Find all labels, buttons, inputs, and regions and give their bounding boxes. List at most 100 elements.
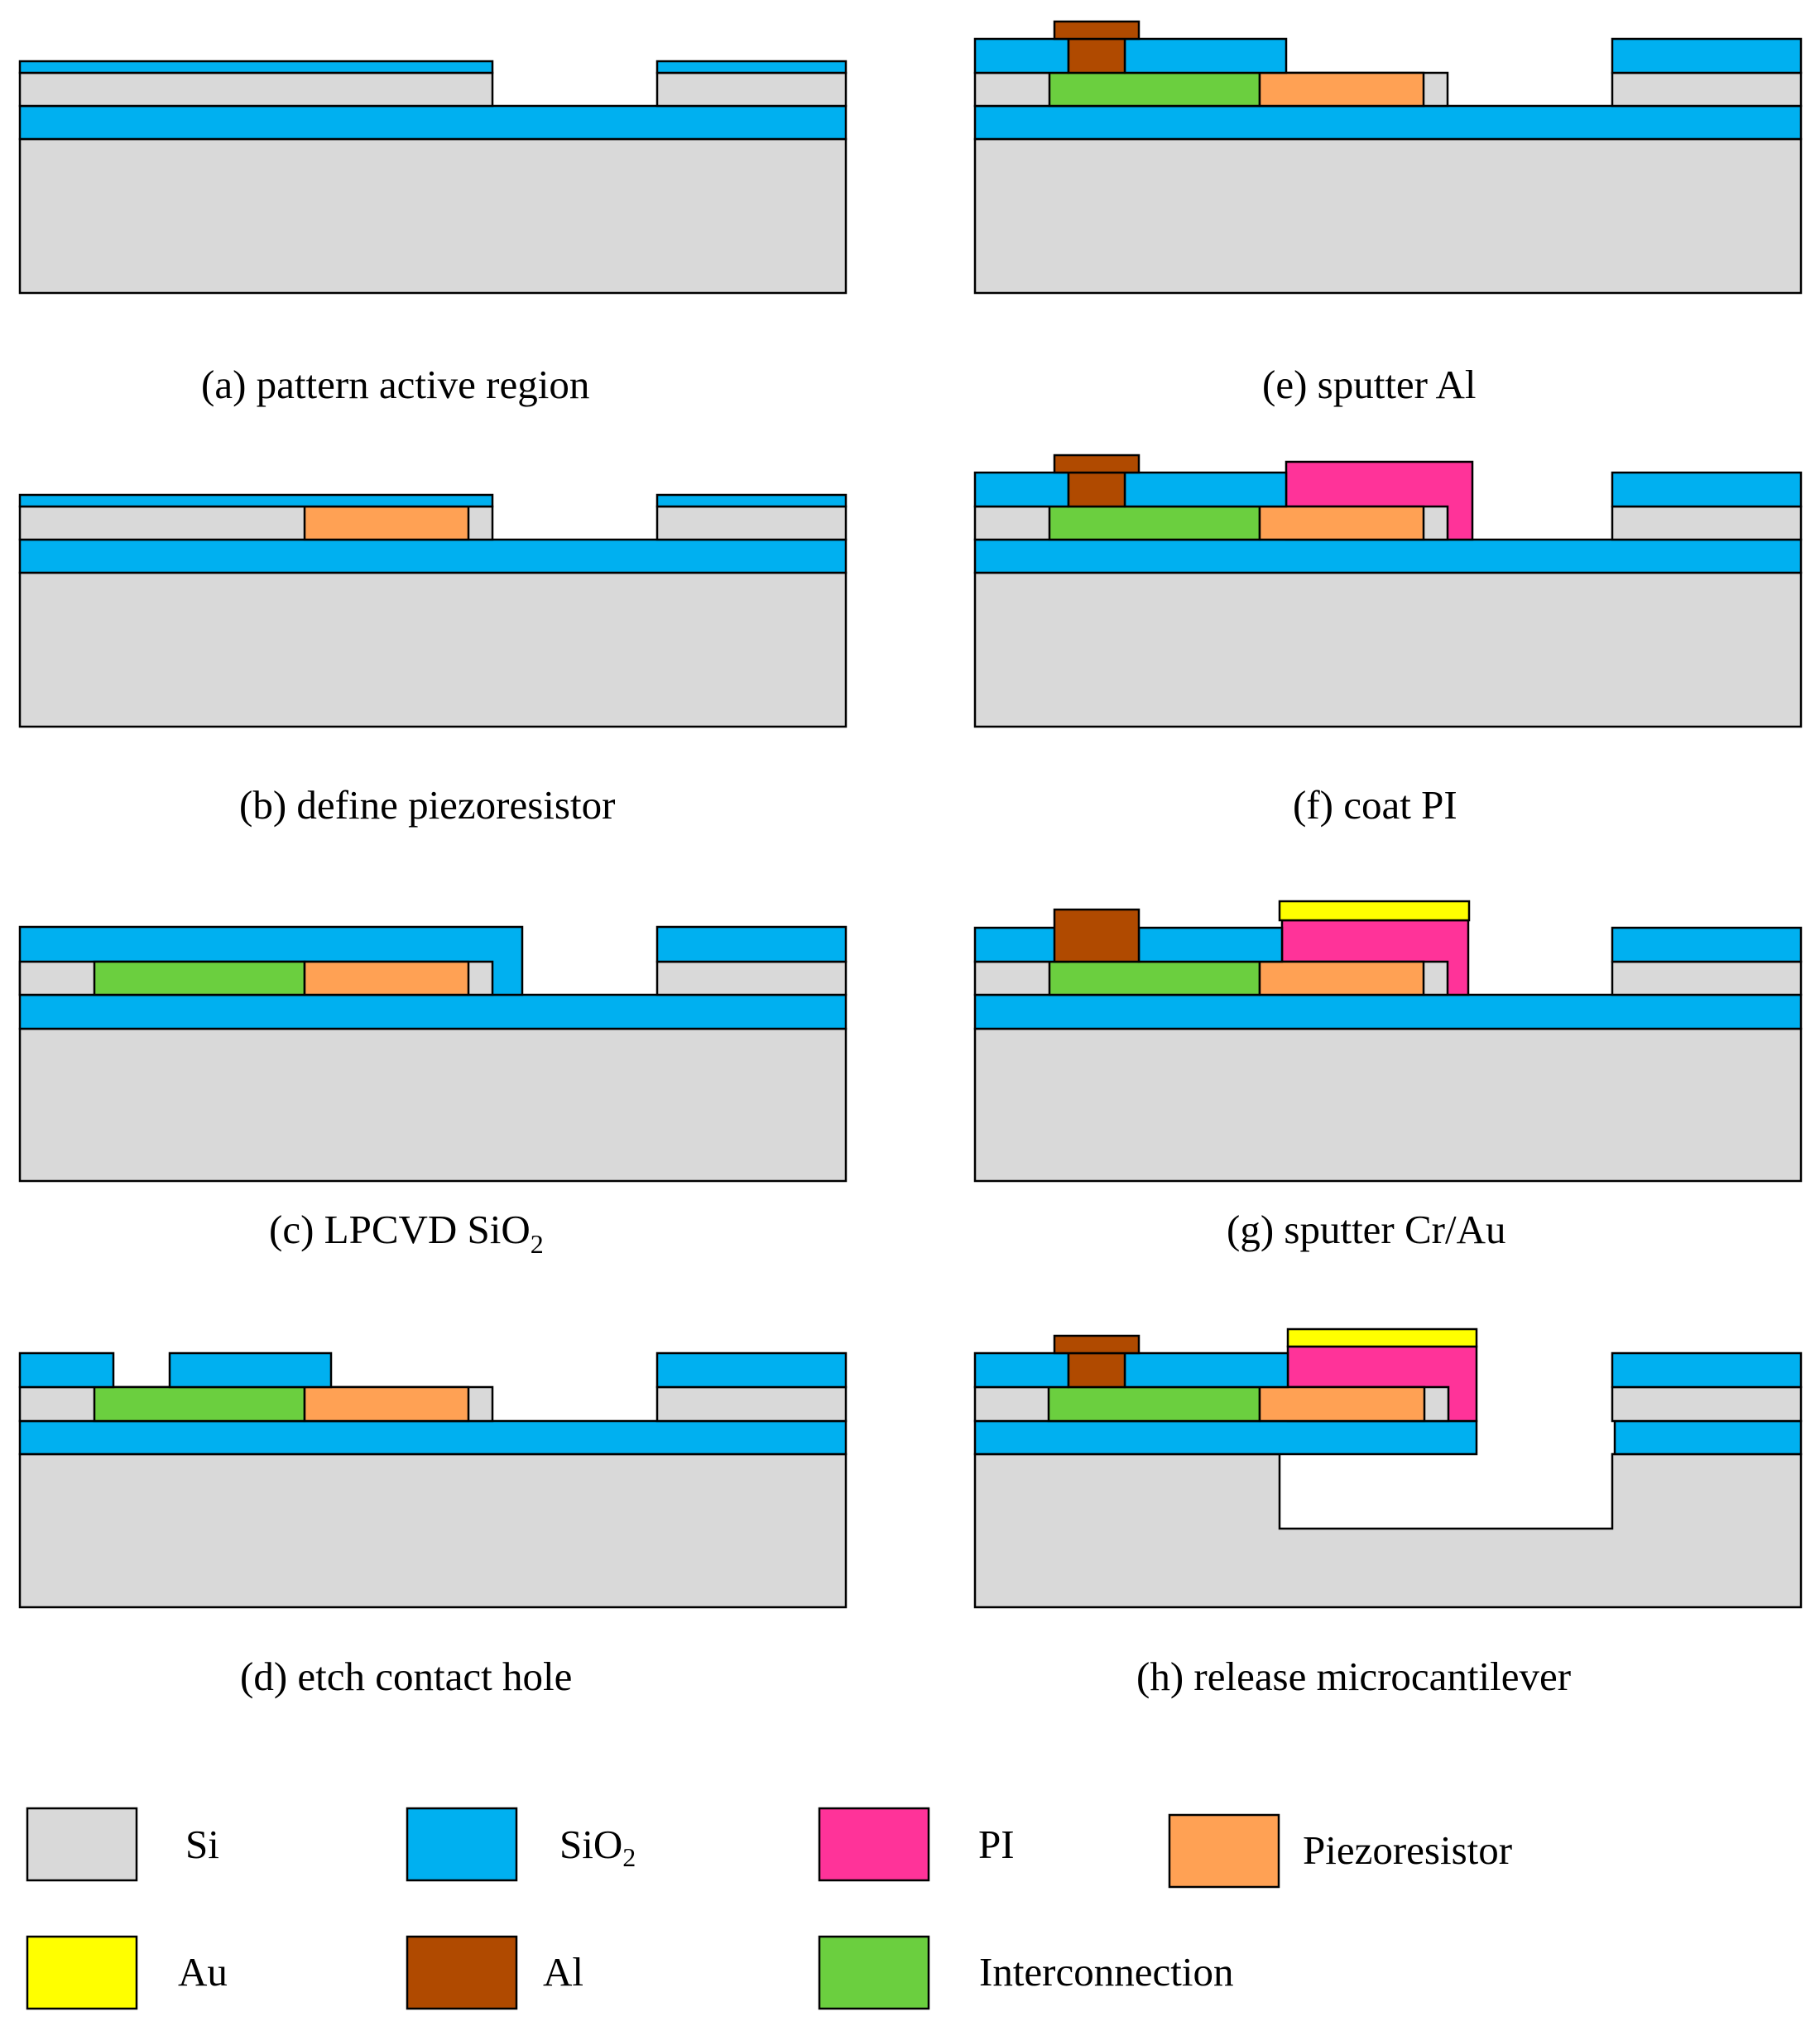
panel-a-cross-section — [18, 60, 848, 295]
legend-label-si: Si — [185, 1822, 219, 1867]
buried-oxide — [18, 104, 848, 141]
panel-g-cross-section — [973, 900, 1803, 1183]
legend-item-pi: PI — [818, 1807, 1015, 1882]
legend-label-sio2-subscript: 2 — [622, 1842, 636, 1872]
panel-e-cross-section — [973, 20, 1803, 295]
substrate-si — [18, 571, 848, 728]
top-oxide-right — [655, 1351, 848, 1389]
buried-oxide — [18, 993, 848, 1030]
legend-item-piezoresistor: Piezoresistor — [1168, 1813, 1512, 1889]
al-contact — [1067, 471, 1126, 508]
oxide-right-of-contact — [168, 1351, 333, 1389]
interconnection — [1047, 1385, 1261, 1423]
substrate-si — [973, 1027, 1803, 1183]
legend-label-piezoresistor: Piezoresistor — [1303, 1827, 1512, 1873]
top-oxide-right — [655, 60, 848, 74]
device-si-left — [18, 71, 494, 108]
legend-swatch-au — [26, 1935, 138, 2010]
device-si-right — [1611, 1385, 1803, 1423]
top-oxide-left — [18, 60, 494, 74]
au-layer — [1286, 1327, 1478, 1348]
legend-label-al: Al — [543, 1949, 583, 1995]
legend-item-al: Al — [406, 1935, 583, 2010]
panel-h-cross-section — [973, 1327, 1803, 1609]
oxide-left-of-contact — [973, 926, 1070, 963]
piezoresistor — [303, 505, 470, 541]
caption-c-subscript: 2 — [531, 1229, 544, 1259]
au-layer — [1278, 900, 1471, 922]
oxide-left-of-contact — [973, 1351, 1070, 1389]
caption-b: (b) define piezoresistor — [239, 782, 615, 828]
legend-label-pi: PI — [978, 1822, 1015, 1867]
buried-oxide-right — [1613, 1419, 1803, 1456]
caption-f: (f) coat PI — [1293, 782, 1457, 828]
legend-item-interconnection: Interconnection — [818, 1935, 1233, 2010]
device-si-right — [1611, 71, 1803, 108]
caption-a: (a) pattern active region — [201, 362, 589, 407]
device-si-right — [655, 71, 848, 108]
panel-d-cross-section — [18, 1351, 848, 1609]
al-cap — [1053, 20, 1141, 41]
caption-h: (h) release microcantilever — [1136, 1654, 1571, 1699]
top-oxide-right — [655, 925, 848, 963]
al-contact — [1067, 37, 1126, 74]
buried-oxide — [973, 104, 1803, 141]
oxide-left-of-contact — [18, 1351, 115, 1389]
panel-b-cross-section — [18, 493, 848, 728]
legend-swatch-sio2 — [406, 1807, 518, 1882]
interconnection — [1048, 71, 1261, 108]
oxide-right-of-contact — [1123, 471, 1288, 508]
buried-oxide — [973, 993, 1803, 1030]
legend-label-au: Au — [178, 1949, 228, 1995]
al-contact — [1053, 908, 1141, 963]
legend-swatch-pi — [818, 1807, 930, 1882]
substrate-si — [18, 1452, 848, 1609]
legend-swatch-piezoresistor — [1168, 1813, 1280, 1889]
interconnection — [1048, 505, 1261, 541]
top-oxide-right — [1611, 471, 1803, 508]
substrate-si — [973, 571, 1803, 728]
legend-item-sio2: SiO2 — [406, 1807, 636, 1882]
oxide-right-of-contact — [1123, 37, 1288, 74]
piezoresistor — [1258, 71, 1425, 108]
substrate-si-etched — [973, 1452, 1803, 1609]
caption-d: (d) etch contact hole — [240, 1654, 572, 1699]
top-oxide-right — [1611, 37, 1803, 74]
oxide-right-of-contact — [1123, 1351, 1289, 1389]
legend-item-si: Si — [26, 1807, 219, 1882]
oxide-left-of-contact — [973, 37, 1070, 74]
device-si-right — [1611, 505, 1803, 541]
device-si-right — [655, 1385, 848, 1423]
device-si-right — [1611, 960, 1803, 996]
legend-swatch-si — [26, 1807, 138, 1882]
al-cap — [1053, 454, 1141, 474]
substrate-si — [18, 1027, 848, 1183]
al-contact — [1067, 1351, 1126, 1389]
interconnection — [93, 1385, 306, 1423]
legend: Si SiO2 PI Piezoresistor Au Al Interconn… — [26, 1807, 1512, 2010]
caption-e: (e) sputter Al — [1262, 362, 1477, 407]
buried-oxide-left — [973, 1419, 1478, 1456]
buried-oxide — [973, 538, 1803, 574]
legend-item-au: Au — [26, 1935, 228, 2010]
panel-f-cross-section — [973, 454, 1803, 728]
legend-label-sio2: SiO2 — [559, 1822, 636, 1872]
top-oxide-right — [1611, 926, 1803, 963]
top-oxide-left — [18, 493, 494, 508]
panel-c-cross-section — [18, 925, 848, 1183]
caption-g: (g) sputter Cr/Au — [1227, 1207, 1506, 1252]
oxide-right-of-contact — [1137, 926, 1284, 963]
interconnection — [1048, 960, 1261, 996]
top-oxide-right — [655, 493, 848, 508]
device-si-right — [655, 505, 848, 541]
piezoresistor — [1258, 960, 1425, 996]
piezoresistor — [303, 960, 470, 996]
al-cap — [1053, 1334, 1141, 1355]
piezoresistor — [1258, 1385, 1426, 1423]
substrate-si — [18, 137, 848, 295]
piezoresistor — [1258, 505, 1425, 541]
buried-oxide — [18, 538, 848, 574]
legend-label-sio2-main: SiO — [559, 1822, 622, 1867]
piezoresistor — [303, 1385, 470, 1423]
